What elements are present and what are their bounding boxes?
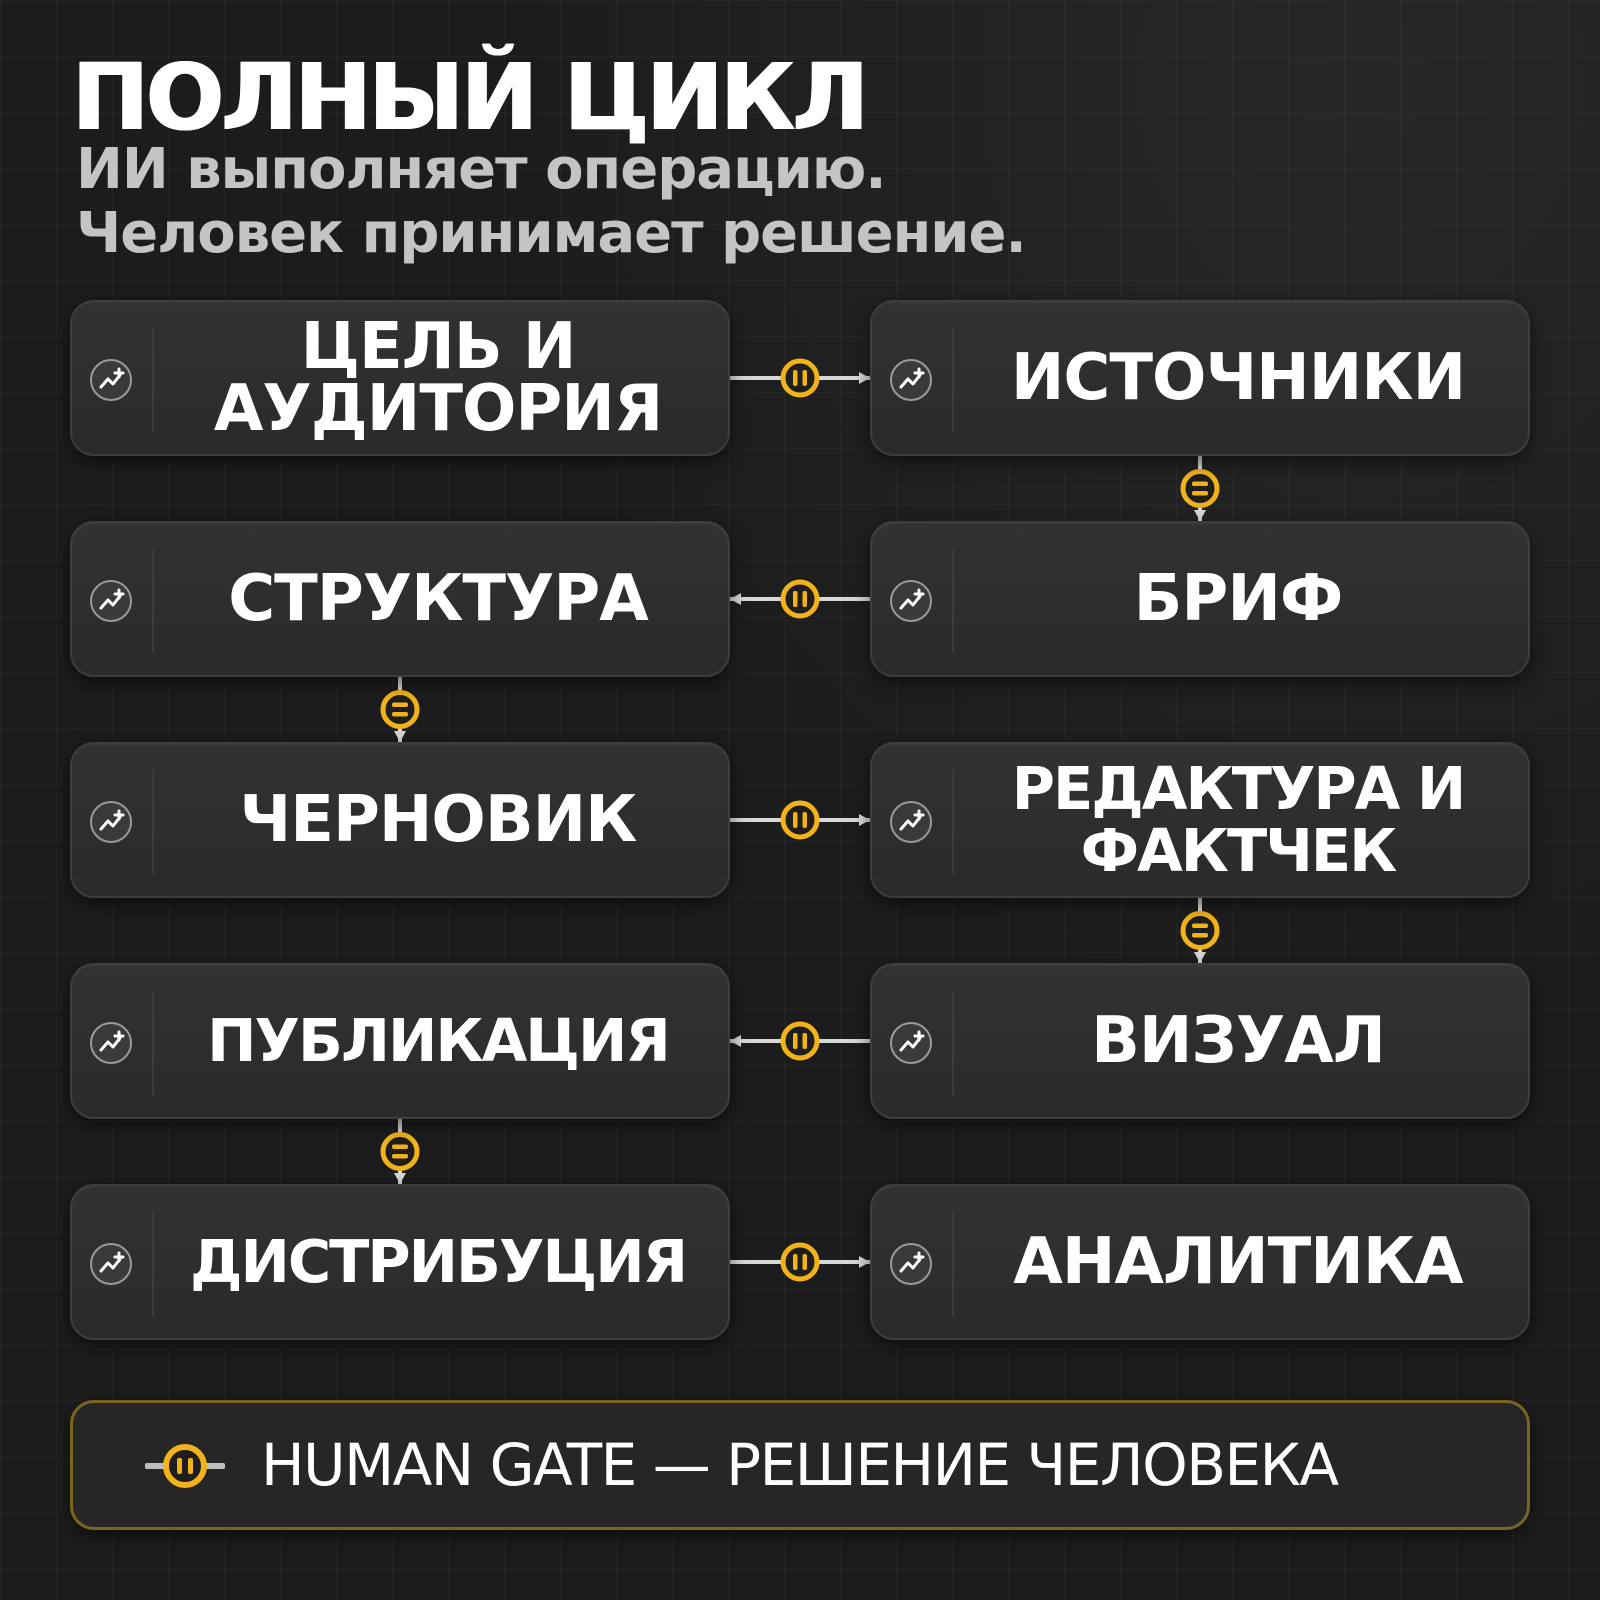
node-label: БРИФ <box>1133 562 1344 636</box>
node-divider <box>952 991 954 1095</box>
node-label: ЧЕРНОВИК <box>239 783 638 857</box>
node-distribution[interactable]: ДИСТРИБУЦИЯ <box>70 1184 730 1340</box>
node-label: ВИЗУАЛ <box>1091 1004 1386 1078</box>
node-label: ЦЕЛЬ И АУДИТОРИЯ <box>213 310 663 446</box>
node-divider <box>152 770 154 874</box>
human-gate-icon <box>780 800 820 840</box>
flow-arrow <box>730 1035 870 1047</box>
node-divider <box>152 549 154 653</box>
node-graph-icon <box>90 1022 132 1064</box>
node-label: ДИСТРИБУЦИЯ <box>189 1227 688 1296</box>
legend: HUMAN GATE — РЕШЕНИЕ ЧЕЛОВЕКА <box>70 1400 1530 1530</box>
node-label: СТРУКТУРА <box>228 562 649 636</box>
node-divider <box>952 328 954 432</box>
flow-arrow <box>730 593 870 605</box>
node-structure[interactable]: СТРУКТУРА <box>70 521 730 677</box>
human-gate-icon <box>145 1444 225 1488</box>
node-label: ПУБЛИКАЦИЯ <box>207 1006 671 1075</box>
node-divider <box>152 1212 154 1316</box>
node-divider <box>152 991 154 1095</box>
node-divider <box>952 770 954 874</box>
human-gate-icon <box>1180 911 1220 950</box>
human-gate-icon <box>380 690 420 729</box>
subtitle-line-2: Человек принимает решение. <box>76 201 1027 266</box>
subtitle: ИИ выполняет операцию. Человек принимает… <box>76 137 1027 266</box>
node-divider <box>952 549 954 653</box>
flow-arrow <box>394 677 406 742</box>
node-goal-audience[interactable]: ЦЕЛЬ И АУДИТОРИЯ <box>70 300 730 456</box>
node-analytics[interactable]: АНАЛИТИКА <box>870 1184 1530 1340</box>
human-gate-icon <box>1180 469 1220 508</box>
node-label: АНАЛИТИКА <box>1013 1225 1463 1299</box>
node-label: РЕДАКТУРА И ФАКТЧЕК <box>1011 754 1467 885</box>
node-graph-icon <box>890 801 932 843</box>
human-gate-icon <box>780 1021 820 1061</box>
node-sources[interactable]: ИСТОЧНИКИ <box>870 300 1530 456</box>
node-label: ИСТОЧНИКИ <box>1010 341 1466 415</box>
node-editing-factcheck[interactable]: РЕДАКТУРА И ФАКТЧЕК <box>870 742 1530 898</box>
flow-arrow <box>394 1119 406 1184</box>
flow-arrow <box>1194 456 1206 521</box>
node-brief[interactable]: БРИФ <box>870 521 1530 677</box>
flow-arrow <box>730 372 870 384</box>
subtitle-line-1: ИИ выполняет операцию. <box>76 137 887 202</box>
page-title: ПОЛНЫЙ ЦИКЛ <box>72 44 869 151</box>
node-graph-icon <box>890 1022 932 1064</box>
node-graph-icon <box>90 801 132 843</box>
human-gate-icon <box>380 1132 420 1171</box>
node-graph-icon <box>90 359 132 401</box>
flow-arrow <box>730 1256 870 1268</box>
human-gate-icon <box>780 579 820 619</box>
node-graph-icon <box>890 359 932 401</box>
node-divider <box>152 328 154 432</box>
node-graph-icon <box>90 580 132 622</box>
node-draft[interactable]: ЧЕРНОВИК <box>70 742 730 898</box>
human-gate-icon <box>780 358 820 398</box>
flow-arrow <box>1194 898 1206 963</box>
node-divider <box>952 1212 954 1316</box>
node-publication[interactable]: ПУБЛИКАЦИЯ <box>70 963 730 1119</box>
node-graph-icon <box>890 580 932 622</box>
flow-arrow <box>730 814 870 826</box>
node-graph-icon <box>890 1243 932 1285</box>
node-visual[interactable]: ВИЗУАЛ <box>870 963 1530 1119</box>
human-gate-icon <box>780 1242 820 1282</box>
node-graph-icon <box>90 1243 132 1285</box>
legend-text: HUMAN GATE — РЕШЕНИЕ ЧЕЛОВЕКА <box>261 1431 1339 1499</box>
